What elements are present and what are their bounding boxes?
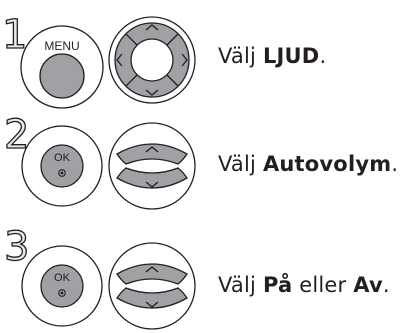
ok-button-label: OK [54, 152, 70, 164]
step-1: 1 MENU Välj LJUD. [0, 0, 414, 110]
ok-button-label: OK [54, 272, 70, 284]
up-down-navigation-buttons-icon [108, 122, 196, 210]
step-3-graphic: 3 [3, 223, 196, 330]
step-2-instruction: Välj Autovolym. [218, 152, 399, 176]
ok-button-icon [21, 245, 103, 327]
menu-button-icon [20, 25, 104, 109]
up-down-navigation-buttons-icon [108, 242, 196, 330]
menu-button-label: MENU [44, 39, 80, 53]
step-1-instruction: Välj LJUD. [218, 44, 327, 68]
instruction-keyword: Av [353, 273, 383, 297]
step-number: 3 [4, 224, 29, 270]
step-2-graphic: 2 [3, 111, 196, 210]
instruction-keyword: Autovolym [262, 152, 392, 176]
step-number: 1 [2, 12, 27, 58]
instruction-keyword: På [262, 273, 293, 297]
ok-button-icon [21, 125, 103, 207]
step-1-graphic: 1 [1, 11, 196, 109]
step-3-instruction: Välj På eller Av. [218, 273, 390, 297]
step-3: 3 OK Välj På eller Av. [0, 218, 414, 333]
step-2: 2 OK Välj Autovolym. [0, 108, 414, 220]
four-way-navigation-pad-icon [108, 16, 196, 104]
instruction-keyword: LJUD [262, 44, 320, 68]
